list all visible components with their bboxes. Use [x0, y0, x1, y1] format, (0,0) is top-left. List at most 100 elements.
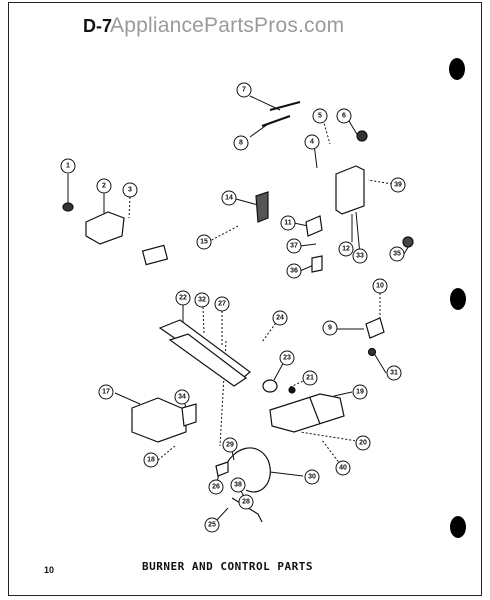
callout-12 — [338, 241, 354, 257]
leader-line — [128, 196, 131, 219]
leader-line — [215, 507, 229, 522]
part-clip — [311, 255, 323, 273]
callout-label: 18 — [147, 457, 155, 464]
part-burner-tube — [168, 333, 248, 387]
callout-label: 35 — [393, 251, 401, 258]
leader-line — [202, 306, 205, 334]
callout-label: 21 — [306, 375, 314, 382]
callout-label: 23 — [283, 355, 291, 362]
callout-label: 39 — [394, 182, 402, 189]
part-screw — [367, 347, 377, 357]
callout-label: 22 — [179, 295, 187, 302]
callout-label: 34 — [178, 394, 186, 401]
part-plate — [181, 403, 197, 427]
callout-label: 31 — [390, 370, 398, 377]
callout-15 — [196, 234, 212, 250]
part-knob — [62, 202, 74, 212]
callout-label: 19 — [356, 389, 364, 396]
leader-line — [249, 123, 269, 138]
callout-32 — [194, 292, 210, 308]
leader-line — [235, 198, 259, 206]
leader-line — [293, 222, 309, 227]
part-thermocouple — [223, 447, 271, 493]
callout-14 — [221, 190, 237, 206]
leader-line — [367, 179, 393, 185]
part-cover — [141, 244, 169, 266]
callout-5 — [312, 108, 328, 124]
callout-label: 3 — [128, 187, 132, 194]
callout-20 — [355, 435, 371, 451]
callout-label: 10 — [376, 283, 384, 290]
callout-21 — [302, 370, 318, 386]
callout-3 — [122, 182, 138, 198]
callout-24 — [272, 310, 288, 326]
callout-label: 40 — [339, 465, 347, 472]
callout-label: 37 — [290, 243, 298, 250]
page-frame — [8, 2, 482, 596]
callout-36 — [286, 263, 302, 279]
watermark: AppliancePartsPros.com — [110, 14, 345, 37]
part-thermostat — [365, 317, 385, 339]
callout-26 — [208, 479, 224, 495]
part-orifice — [262, 379, 278, 393]
callout-1 — [60, 158, 76, 174]
callout-17 — [98, 384, 114, 400]
callout-label: 2 — [102, 183, 106, 190]
part-tube — [269, 101, 301, 111]
callout-label: 27 — [218, 301, 226, 308]
binder-hole — [450, 516, 466, 538]
section-code: D-7 — [83, 16, 113, 36]
leader-line — [157, 445, 176, 461]
callout-2 — [96, 178, 112, 194]
callout-37 — [286, 238, 302, 254]
callout-label: 32 — [198, 297, 206, 304]
callout-label: 4 — [310, 139, 314, 146]
part-bracket-assembly — [269, 393, 345, 433]
part-clip — [305, 215, 323, 237]
diagram-caption: BURNER AND CONTROL PARTS — [142, 560, 313, 573]
part-gas-valve — [131, 397, 187, 443]
callout-label: 20 — [359, 440, 367, 447]
callout-22 — [175, 290, 191, 306]
callout-label: 12 — [342, 246, 350, 253]
callout-4 — [304, 134, 320, 150]
callout-34 — [174, 389, 190, 405]
part-valve-body — [85, 211, 125, 245]
callout-7 — [236, 82, 252, 98]
leader-line — [207, 225, 239, 243]
callout-label: 11 — [284, 220, 292, 227]
part-tube — [261, 115, 291, 127]
callout-label: 25 — [208, 522, 216, 529]
callout-29 — [222, 437, 238, 453]
callout-label: 7 — [242, 87, 246, 94]
part-nut — [402, 236, 414, 248]
part-control-box — [335, 165, 365, 215]
callout-31 — [386, 365, 402, 381]
binder-hole — [450, 288, 466, 310]
callout-25 — [204, 517, 220, 533]
callout-30 — [304, 469, 320, 485]
callout-39 — [390, 177, 406, 193]
callout-label: 38 — [234, 482, 242, 489]
callout-label: 26 — [212, 484, 220, 491]
callout-label: 14 — [225, 195, 233, 202]
callout-23 — [279, 350, 295, 366]
callout-19 — [352, 384, 368, 400]
callout-6 — [336, 108, 352, 124]
callout-label: 17 — [102, 389, 110, 396]
part-bracket-assembly — [309, 397, 321, 425]
callout-label: 6 — [342, 113, 346, 120]
callout-8 — [233, 135, 249, 151]
callout-33 — [352, 248, 368, 264]
callout-27 — [214, 296, 230, 312]
part-bracket — [255, 191, 269, 223]
leader-line — [333, 391, 353, 397]
callout-label: 29 — [226, 442, 234, 449]
callout-group: 1 2 3 4 5 6 7 8 9 10 11 12 14 15 17 18 1… — [60, 82, 406, 533]
callout-38 — [230, 477, 246, 493]
callout-label: 30 — [308, 474, 316, 481]
callout-label: 28 — [242, 499, 250, 506]
leader-line — [355, 211, 361, 256]
